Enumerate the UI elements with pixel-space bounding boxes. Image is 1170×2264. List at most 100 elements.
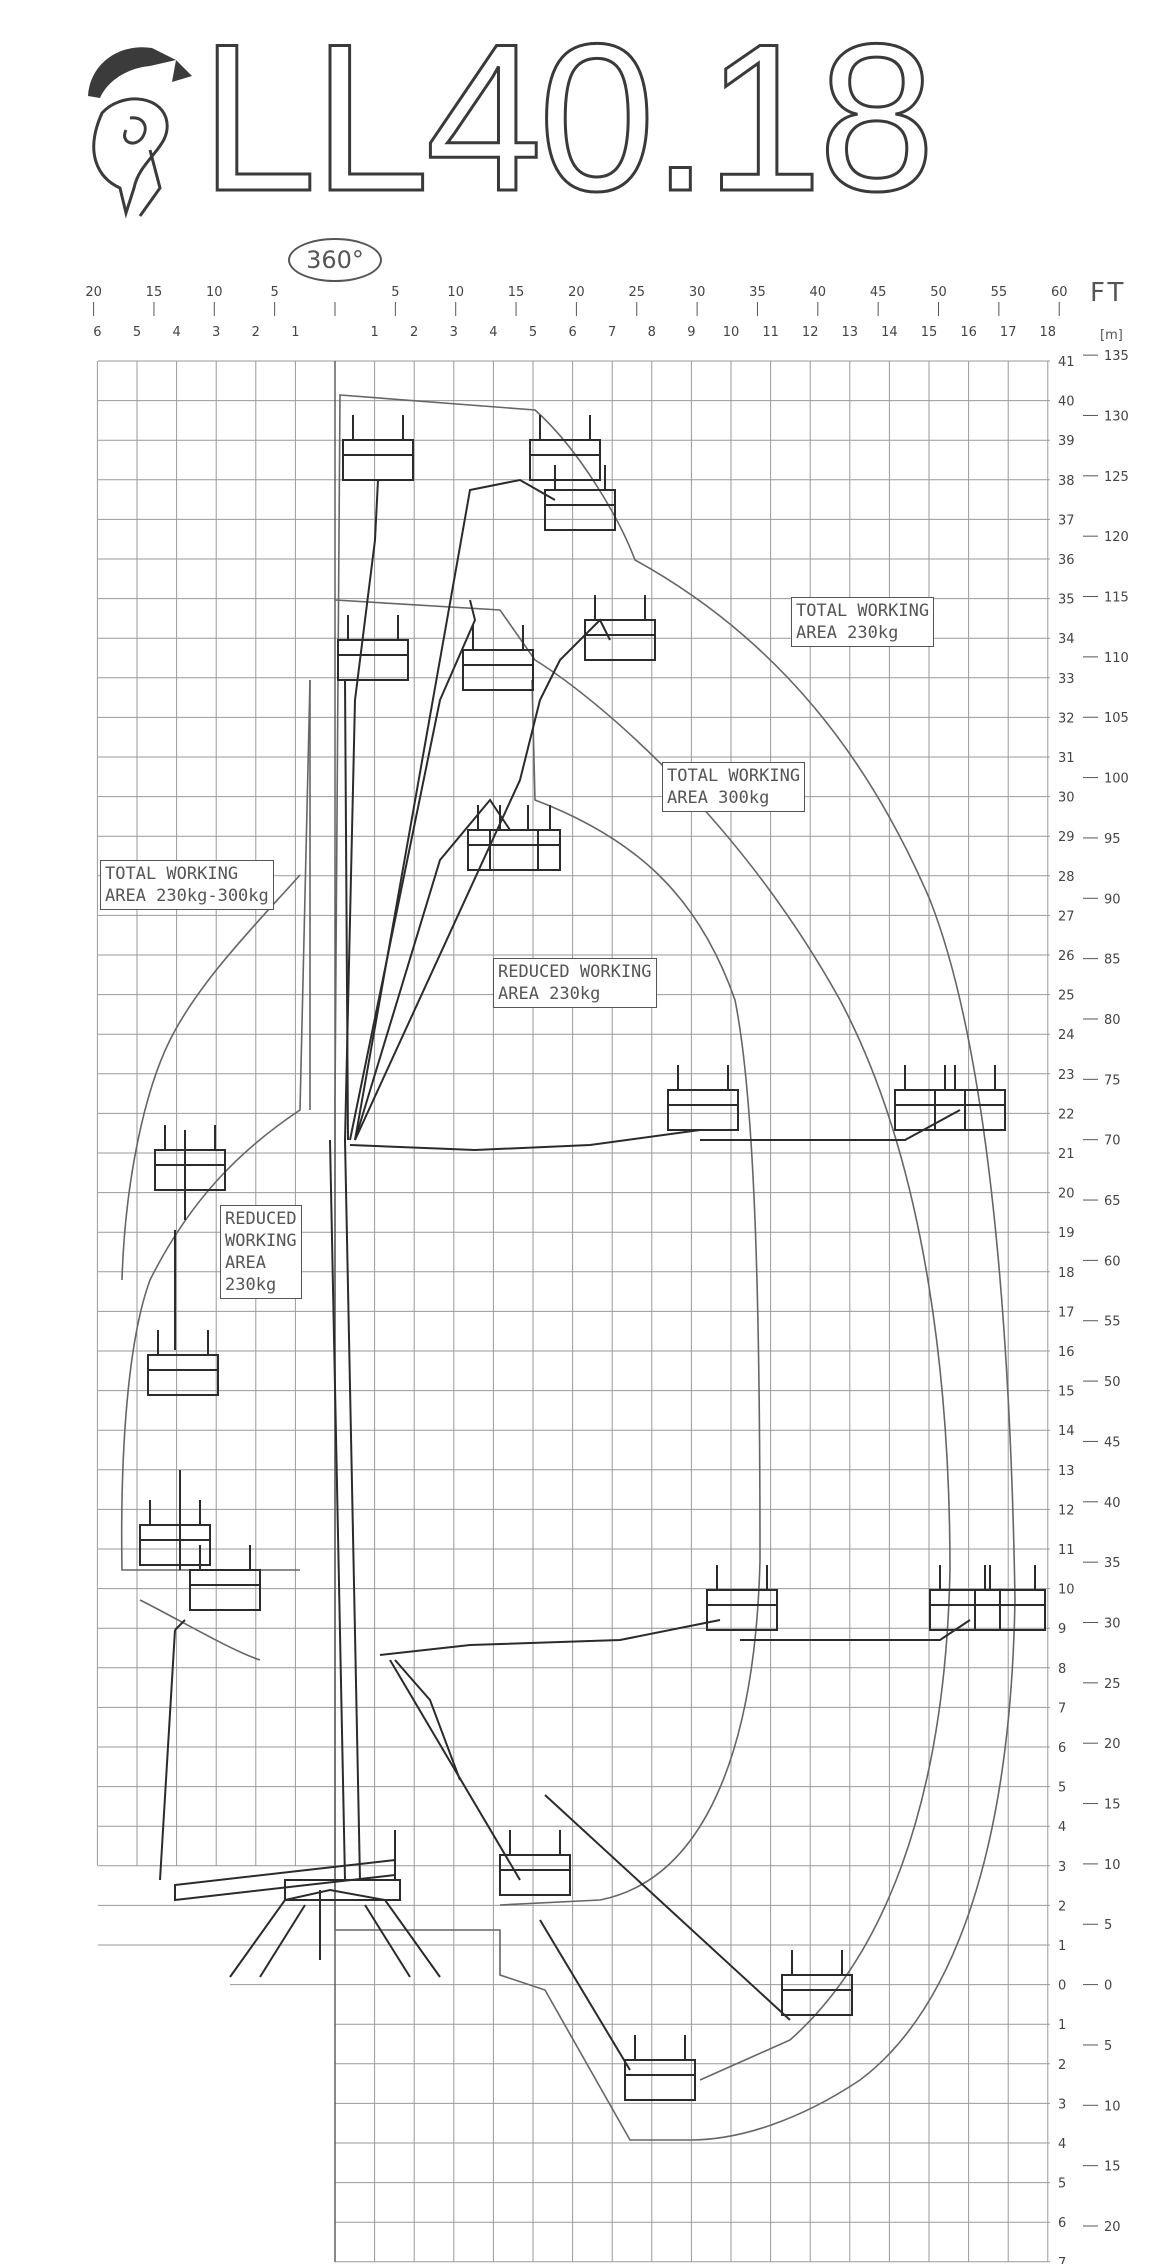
basket [706, 1565, 778, 1631]
area-label-total-230-300: TOTAL WORKING AREA 230kg-300kg [100, 860, 274, 910]
top-ft-tick-label: 55 [991, 285, 1008, 300]
right-m-tick-label: 34 [1058, 632, 1075, 647]
boom-angled-4 [354, 618, 611, 1141]
top-ft-tick-label: 10 [447, 285, 464, 300]
boom-up-40m [344, 479, 379, 1141]
area-label-reduced-230-left: REDUCED WORKING AREA 230kg [220, 1205, 302, 1299]
right-ft-tick-label: 20 [1104, 1737, 1121, 1752]
right-m-tick-label: 17 [1058, 1305, 1075, 1320]
top-m-tick-label: 15 [921, 325, 938, 340]
right-ft-tick-label: 115 [1104, 591, 1129, 606]
working-envelopes [120, 394, 1016, 2141]
right-ft-tick-label: 70 [1104, 1134, 1121, 1149]
basket [499, 1830, 571, 1896]
right-m-tick-label: 24 [1058, 1028, 1075, 1043]
envelope-300-inner [499, 679, 761, 1906]
top-ft-tick-label: 50 [930, 285, 947, 300]
right-m-tick-label: 27 [1058, 909, 1075, 924]
right-m-tick-label: 33 [1058, 672, 1075, 687]
rotation-label: 360° [288, 238, 382, 282]
feet-unit-label: FT [1090, 278, 1127, 308]
right-ft-tick-label: 15 [1104, 2160, 1121, 2175]
right-ft-tick-label: 60 [1104, 1254, 1121, 1269]
basket-rail [929, 1589, 1001, 1631]
area-label-total-300: TOTAL WORKING AREA 300kg [662, 762, 806, 812]
grid [96, 360, 1050, 2263]
top-m-tick-label: 3 [450, 325, 458, 340]
basket-rail [544, 489, 616, 531]
right-ft-tick-label: 0 [1104, 1979, 1112, 1994]
top-m-tick-label: 6 [93, 325, 101, 340]
right-ft-tick-label: 10 [1104, 2099, 1121, 2114]
top-m-tick-label: 2 [410, 325, 418, 340]
right-m-tick-label: 7 [1058, 1701, 1066, 1716]
envelope-total-300 [334, 599, 951, 2081]
right-m-tick-label: 23 [1058, 1068, 1075, 1083]
right-m-tick-label: 35 [1058, 593, 1075, 608]
basket [189, 1545, 261, 1611]
basket-rail [189, 1569, 261, 1611]
right-ft-tick-label: 15 [1104, 1798, 1121, 1813]
basket-rail [462, 649, 534, 691]
top-ft-tick-label: 5 [271, 285, 279, 300]
right-ft-tick-label: 75 [1104, 1073, 1121, 1088]
right-ft-tick-label: 5 [1104, 1918, 1112, 1933]
meter-unit-label: [m] [1100, 328, 1123, 343]
top-ft-tick-label: 60 [1051, 285, 1068, 300]
basket-rail [584, 619, 656, 661]
top-m-tick-label: 10 [723, 325, 740, 340]
top-ft-tick-label: 40 [810, 285, 827, 300]
basket-rail [894, 1089, 966, 1131]
top-m-tick-label: 8 [648, 325, 656, 340]
basket [529, 415, 601, 481]
basket-rail [974, 1589, 1046, 1631]
right-ft-tick-label: 110 [1104, 651, 1129, 666]
right-m-tick-label: 26 [1058, 949, 1075, 964]
right-m-tick-label: 15 [1058, 1385, 1075, 1400]
right-m-tick-label: 10 [1058, 1583, 1075, 1598]
basket [544, 465, 616, 531]
envelope-left-lower [139, 1599, 261, 1661]
right-m-tick-label: 2 [1058, 1899, 1066, 1914]
right-m-tick-label: 16 [1058, 1345, 1075, 1360]
right-m-tick-label: 29 [1058, 830, 1075, 845]
right-m-tick-label: 13 [1058, 1464, 1075, 1479]
lower-boom [329, 1139, 396, 1881]
basket [894, 1065, 966, 1131]
top-m-tick-label: 16 [960, 325, 977, 340]
top-ft-tick-label: 10 [206, 285, 223, 300]
model-title: LL40.18 [198, 0, 936, 235]
area-label-total-230: TOTAL WORKING AREA 230kg [791, 597, 935, 647]
right-ft-tick-label: 35 [1104, 1556, 1121, 1571]
top-m-tick-label: 3 [212, 325, 220, 340]
right-m-tick-label: 2 [1058, 2058, 1066, 2073]
right-m-tick-label: 22 [1058, 1107, 1075, 1122]
right-m-tick-label: 18 [1058, 1266, 1075, 1281]
boom-down-2 [539, 1919, 631, 2071]
basket-rail [139, 1524, 211, 1566]
boom-down-1 [389, 1659, 521, 1881]
right-ft-tick-label: 20 [1104, 2220, 1121, 2235]
right-ft-tick-label: 30 [1104, 1616, 1121, 1631]
right-m-tick-label: 37 [1058, 513, 1075, 528]
basket-rail [934, 1089, 1006, 1131]
top-m-tick-label: 12 [802, 325, 819, 340]
right-ft-tick-label: 135 [1104, 349, 1129, 364]
top-m-tick-label: 5 [529, 325, 537, 340]
basket-rail [489, 829, 561, 871]
basket-rail [624, 2059, 696, 2101]
right-m-tick-label: 1 [1058, 2018, 1066, 2033]
envelope-total-230 [334, 394, 1016, 2141]
basket [462, 625, 534, 691]
right-m-tick-label: 41 [1058, 355, 1075, 370]
right-ft-tick-label: 55 [1104, 1315, 1121, 1330]
right-m-tick-label: 0 [1058, 1979, 1066, 1994]
right-ft-tick-label: 100 [1104, 772, 1129, 787]
top-ft-tick-label: 15 [146, 285, 163, 300]
envelope-left-total [120, 679, 311, 1571]
top-m-tick-label: 11 [762, 325, 779, 340]
top-m-tick-label: 1 [370, 325, 378, 340]
top-m-tick-label: 4 [489, 325, 497, 340]
basket-rail [706, 1589, 778, 1631]
right-m-tick-label: 14 [1058, 1424, 1075, 1439]
